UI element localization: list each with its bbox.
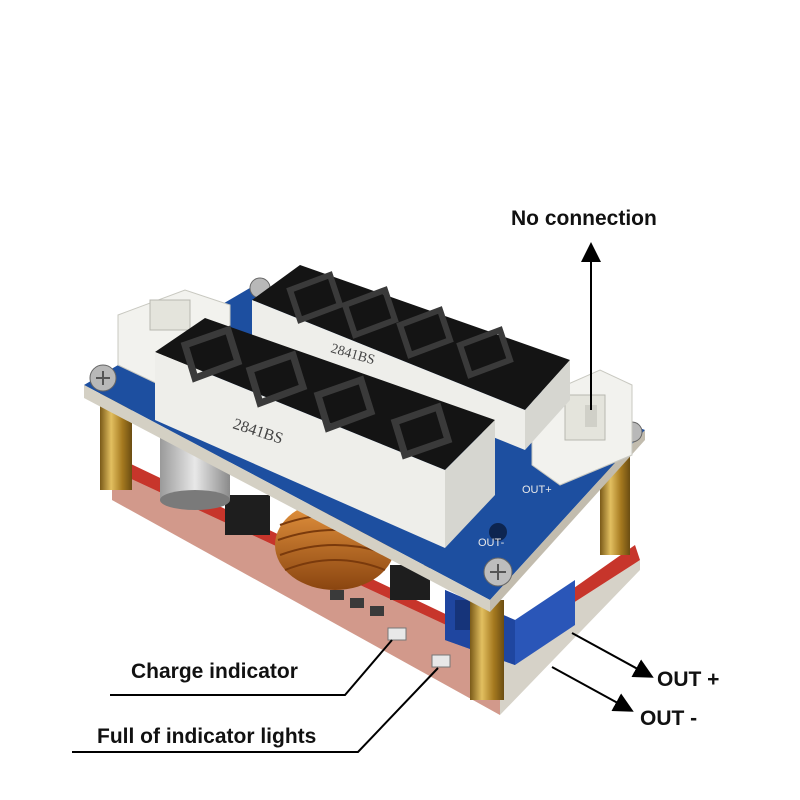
charge-indicator-label: Charge indicator — [131, 660, 298, 683]
out-plus-arrow — [571, 632, 654, 678]
no-connection-label: No connection — [511, 207, 657, 230]
annotation-lines — [72, 242, 654, 753]
silk-out-plus: OUT+ — [522, 484, 552, 496]
silk-out-minus: OUT- — [478, 537, 505, 549]
out-minus-arrow — [551, 666, 634, 712]
out-minus-label: OUT - — [640, 707, 698, 730]
charge-indicator-leader — [110, 639, 393, 696]
full-indicator-led — [431, 654, 451, 668]
full-indicator-leader — [72, 667, 439, 753]
display-front: 2841BS — [155, 318, 495, 548]
smd-components — [330, 590, 384, 616]
full-indicator-label: Full of indicator lights — [97, 725, 317, 748]
charge-indicator-led — [387, 627, 407, 641]
out-plus-label: OUT + — [657, 668, 720, 691]
